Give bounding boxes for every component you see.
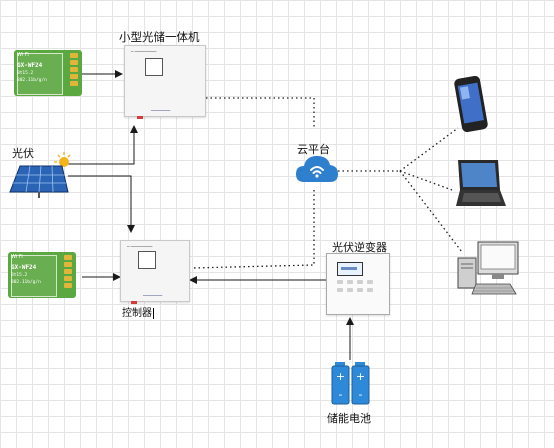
controller-device: ━ ━━━━━━━━━ ━━━━━━━━: [120, 240, 190, 304]
device-screen: [138, 251, 156, 269]
inverter-button: [347, 280, 353, 284]
battery-label: 储能电池: [327, 412, 371, 425]
inverter-display: [337, 262, 363, 276]
svg-text:+: +: [336, 370, 345, 383]
controller-label-text: 控制器: [122, 308, 152, 319]
svg-text:-: -: [339, 388, 343, 401]
storage-unit-device: ━ ━━━━━━━━━ ━━━━━━━━: [124, 45, 206, 119]
svg-text:+: +: [356, 370, 365, 383]
module-wifi-logo: Wi Fi: [17, 52, 29, 58]
dotted-hub-to-phone: [399, 127, 459, 172]
inverter-button: [357, 280, 363, 284]
inverter-button: [337, 288, 343, 292]
inverter-button: [347, 288, 353, 292]
dotted-cloud-to-controller: [191, 190, 315, 269]
controller-label: 控制器: [122, 304, 154, 319]
storage-unit-label: 小型光储一体机: [119, 30, 200, 44]
module-model: GX-WF24: [11, 264, 37, 271]
module-model: GX-WF24: [17, 62, 43, 69]
wifi-module-icon-bottom: Wi Fi GX-WF24 Bt15.2 802.11b/g/n: [8, 252, 76, 298]
laptop-icon: [456, 160, 506, 206]
inverter-button: [337, 280, 343, 284]
wifi-module-icon-top: Wi Fi GX-WF24 Bt15.2 802.11b/g/n: [14, 50, 82, 96]
device-screen: [145, 58, 163, 76]
device-brand: ━━━━━━━━: [143, 293, 163, 298]
svg-text:-: -: [359, 388, 363, 401]
device-foot: [131, 301, 137, 304]
inverter-button: [367, 280, 373, 284]
wifi-signal-icon: [310, 166, 324, 174]
device-header-text: ━ ━━━━━━━━━: [127, 244, 153, 249]
desktop-computer-icon: [457, 241, 519, 295]
arrow-solar-to-storage: [68, 125, 138, 165]
cloud-icon: [296, 156, 338, 182]
solar-label: 光伏: [12, 147, 34, 160]
arrow-solar-to-controller: [68, 175, 135, 233]
inverter-button: [367, 288, 373, 292]
inverter-label: 光伏逆变器: [332, 241, 387, 254]
module-shield: [17, 53, 63, 95]
smartphone-icon: [454, 76, 488, 133]
module-line3: 802.11b/g/n: [11, 280, 41, 285]
dotted-storage-to-cloud: [206, 97, 315, 128]
solar-panel-icon: [9, 152, 71, 198]
device-header-text: ━ ━━━━━━━━━: [131, 49, 157, 54]
device-foot: [137, 116, 143, 119]
sun-icon: [54, 152, 71, 167]
inverter-button: [357, 288, 363, 292]
module-pins: [60, 255, 74, 295]
dotted-hub-to-laptop: [399, 170, 453, 191]
device-brand: ━━━━━━━━: [151, 108, 171, 113]
battery-icon: + + - -: [331, 362, 370, 405]
inverter-icon: [326, 253, 390, 315]
module-line2: Bt15.2: [17, 71, 34, 76]
module-line3: 802.11b/g/n: [17, 78, 47, 83]
module-line2: Bt15.2: [11, 273, 28, 278]
cloud-label: 云平台: [297, 143, 330, 156]
module-shield: [11, 255, 57, 297]
module-wifi-logo: Wi Fi: [11, 254, 23, 260]
module-pins: [66, 53, 80, 93]
